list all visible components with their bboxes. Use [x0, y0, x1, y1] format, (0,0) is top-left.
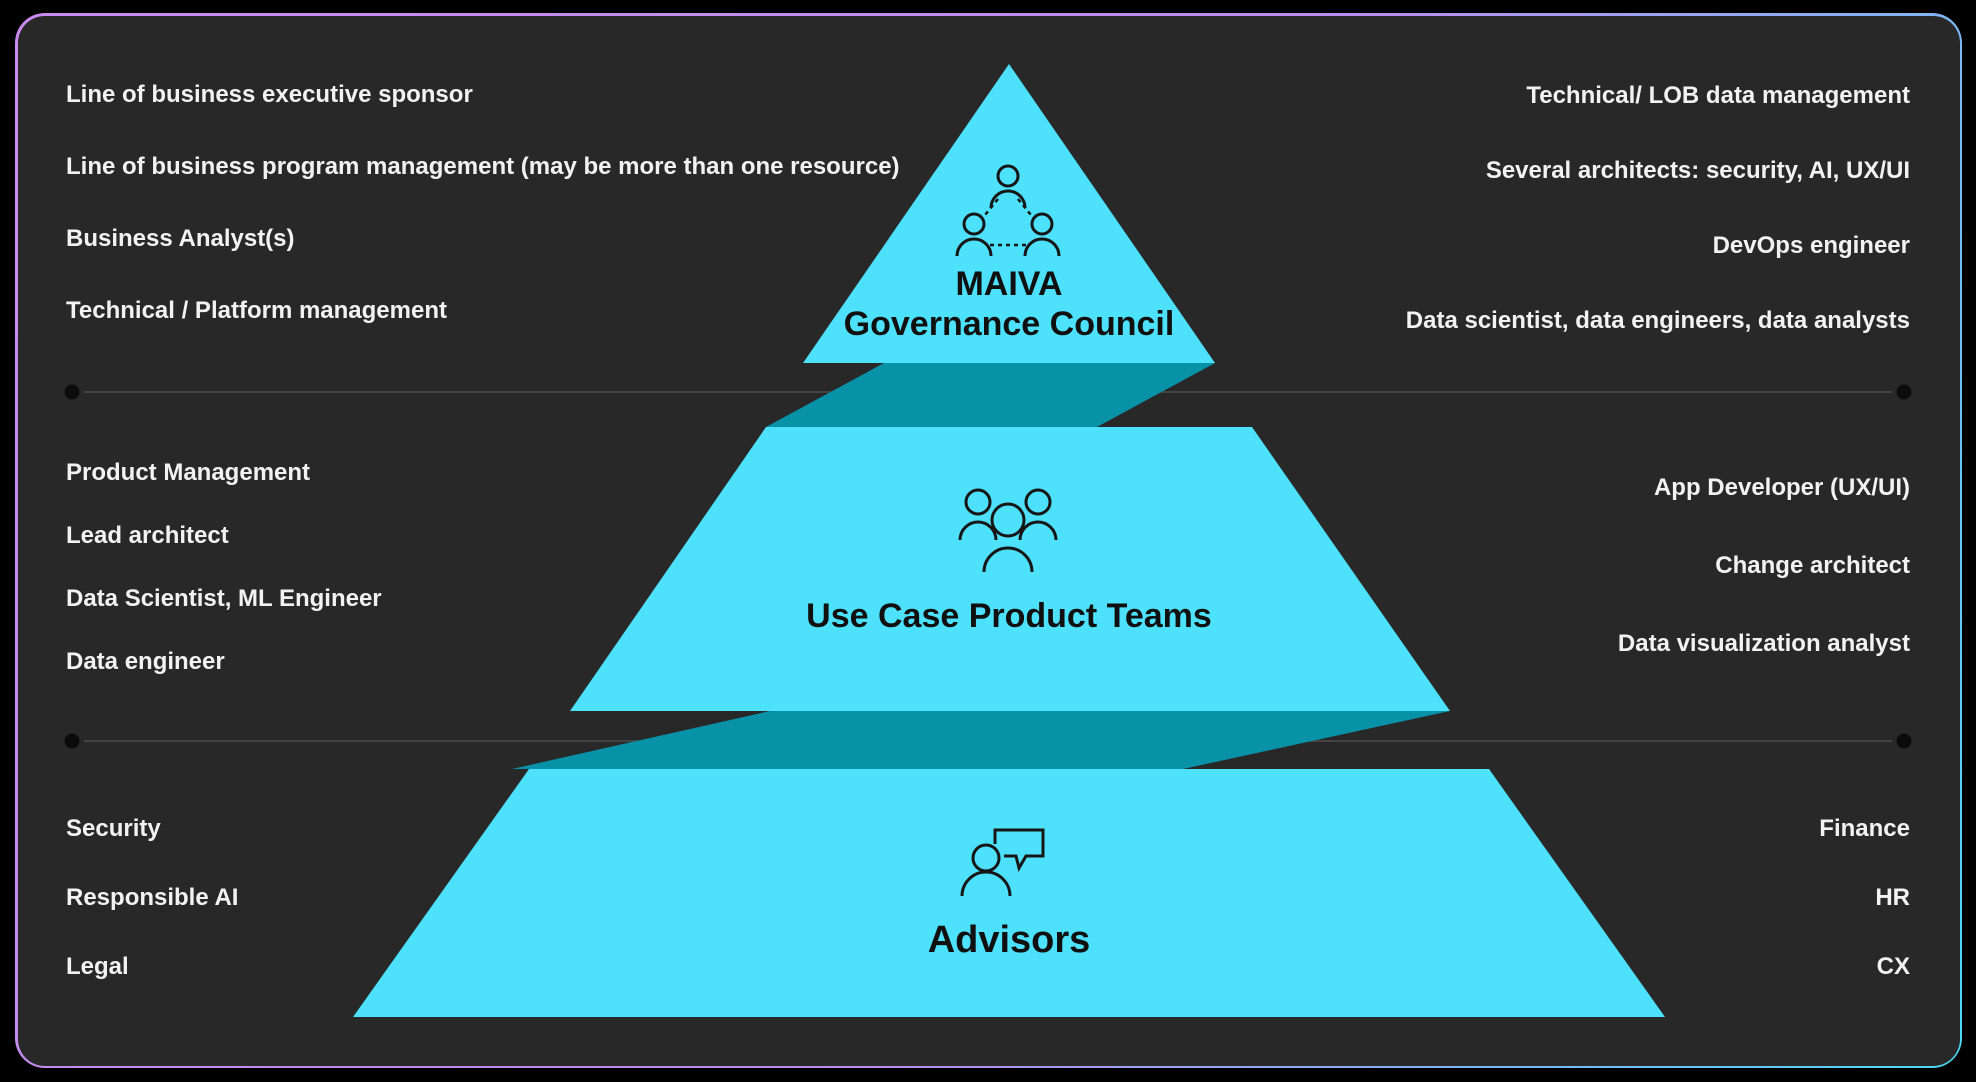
role-item: Data Scientist, ML Engineer [66, 585, 382, 612]
divider-dot-left [64, 384, 80, 400]
divider-dot-right [1896, 733, 1912, 749]
role-item: Product Management [66, 459, 311, 486]
advisor-chat-icon [960, 828, 1045, 897]
role-item: Business Analyst(s) [66, 225, 295, 252]
team-icon [958, 488, 1058, 573]
fold-ribbon-top [766, 363, 1215, 427]
fold-ribbon-bottom [512, 711, 1450, 769]
tier1-triangle [803, 64, 1215, 363]
role-item: HR [1875, 884, 1910, 911]
divider-dot-left [64, 733, 80, 749]
divider-dot-right [1896, 384, 1912, 400]
role-item: Responsible AI [66, 884, 239, 911]
role-item: CX [1876, 953, 1910, 980]
role-item: Several architects: security, AI, UX/UI [1485, 157, 1910, 184]
role-item: Line of business executive sponsor [66, 81, 473, 108]
role-item: Legal [66, 953, 129, 980]
role-item: DevOps engineer [1712, 232, 1910, 259]
role-item: Data scientist, data engineers, data ana… [1405, 307, 1910, 334]
role-item: Lead architect [66, 522, 229, 549]
tier1-title-line2: Governance Council [843, 305, 1175, 343]
role-item: Data engineer [66, 648, 225, 675]
role-item: Finance [1819, 815, 1910, 842]
role-item: Change architect [1715, 552, 1910, 579]
tier3-title: Advisors [927, 919, 1091, 961]
role-item: Data visualization analyst [1617, 630, 1910, 657]
tier2-title: Use Case Product Teams [806, 597, 1212, 635]
role-item: App Developer (UX/UI) [1653, 474, 1910, 501]
org-chart-icon [955, 164, 1061, 257]
role-item: Technical/ LOB data management [1526, 82, 1910, 109]
role-item: Security [66, 815, 161, 842]
role-item: Technical / Platform management [66, 297, 447, 324]
role-item: Line of business program management (may… [66, 153, 900, 180]
tier1-title-line1: MAIVA [955, 265, 1063, 303]
